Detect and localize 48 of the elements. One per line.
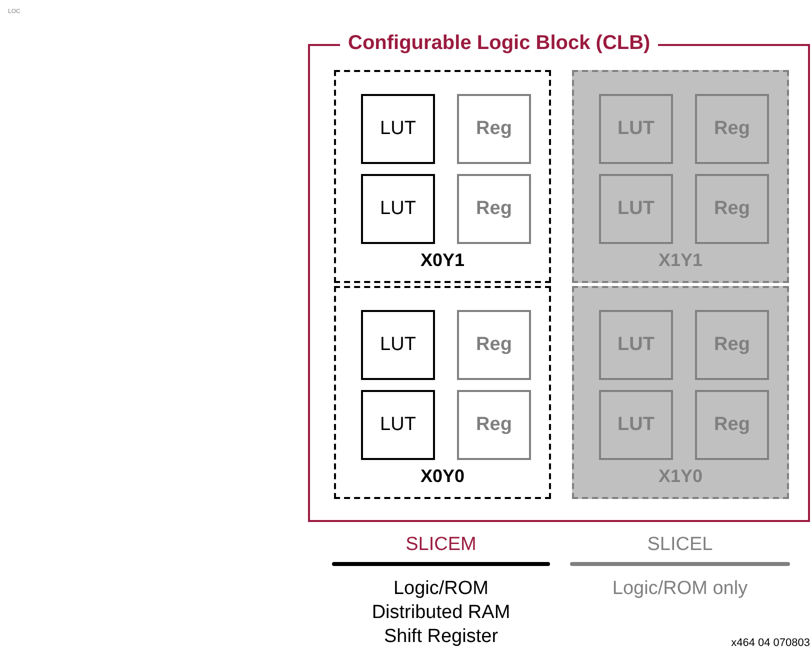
slice-name: X0Y0 <box>419 466 466 487</box>
slice-type-label: SLICEL <box>646 534 714 556</box>
register-box <box>695 390 769 460</box>
lut-label: LUT <box>618 198 654 220</box>
slice-region <box>334 70 551 283</box>
register-label: Reg <box>714 198 750 220</box>
register-label: Reg <box>714 118 750 140</box>
lut-box <box>361 174 435 244</box>
lut-label: LUT <box>380 118 416 140</box>
slice-region <box>334 286 551 499</box>
register-box <box>457 174 531 244</box>
slice-name: X1Y0 <box>657 466 704 487</box>
register-label: Reg <box>476 118 512 140</box>
register-label: Reg <box>714 334 750 356</box>
lut-label: LUT <box>380 414 416 436</box>
lut-box <box>361 94 435 164</box>
capability-text: Logic/ROM only <box>611 578 749 600</box>
figure-id: x464 04 070803 <box>730 637 810 649</box>
lut-box <box>599 94 673 164</box>
slice-name: X1Y1 <box>657 250 704 271</box>
register-label: Reg <box>476 198 512 220</box>
register-label: Reg <box>476 334 512 356</box>
register-box <box>695 310 769 380</box>
capability-text: Distributed RAM <box>370 602 512 624</box>
register-label: Reg <box>714 414 750 436</box>
register-box <box>457 390 531 460</box>
register-box <box>457 310 531 380</box>
capability-text: Shift Register <box>382 626 500 648</box>
lut-box <box>599 390 673 460</box>
lut-box <box>599 174 673 244</box>
register-box <box>457 94 531 164</box>
capability-text: Logic/ROM <box>392 578 490 600</box>
lut-box <box>361 390 435 460</box>
lut-box <box>599 310 673 380</box>
slice-name: X0Y1 <box>419 250 466 271</box>
slice-type-label: SLICEM <box>404 534 478 556</box>
lut-label: LUT <box>380 334 416 356</box>
slice-region <box>572 286 789 499</box>
slice-region <box>572 70 789 283</box>
lut-label: LUT <box>618 118 654 140</box>
lut-label: LUT <box>618 334 654 356</box>
lut-box <box>361 310 435 380</box>
lut-label: LUT <box>380 198 416 220</box>
register-box <box>695 94 769 164</box>
register-label: Reg <box>476 414 512 436</box>
lut-label: LUT <box>618 414 654 436</box>
register-box <box>695 174 769 244</box>
block-title: Configurable Logic Block (CLB) <box>340 32 658 55</box>
